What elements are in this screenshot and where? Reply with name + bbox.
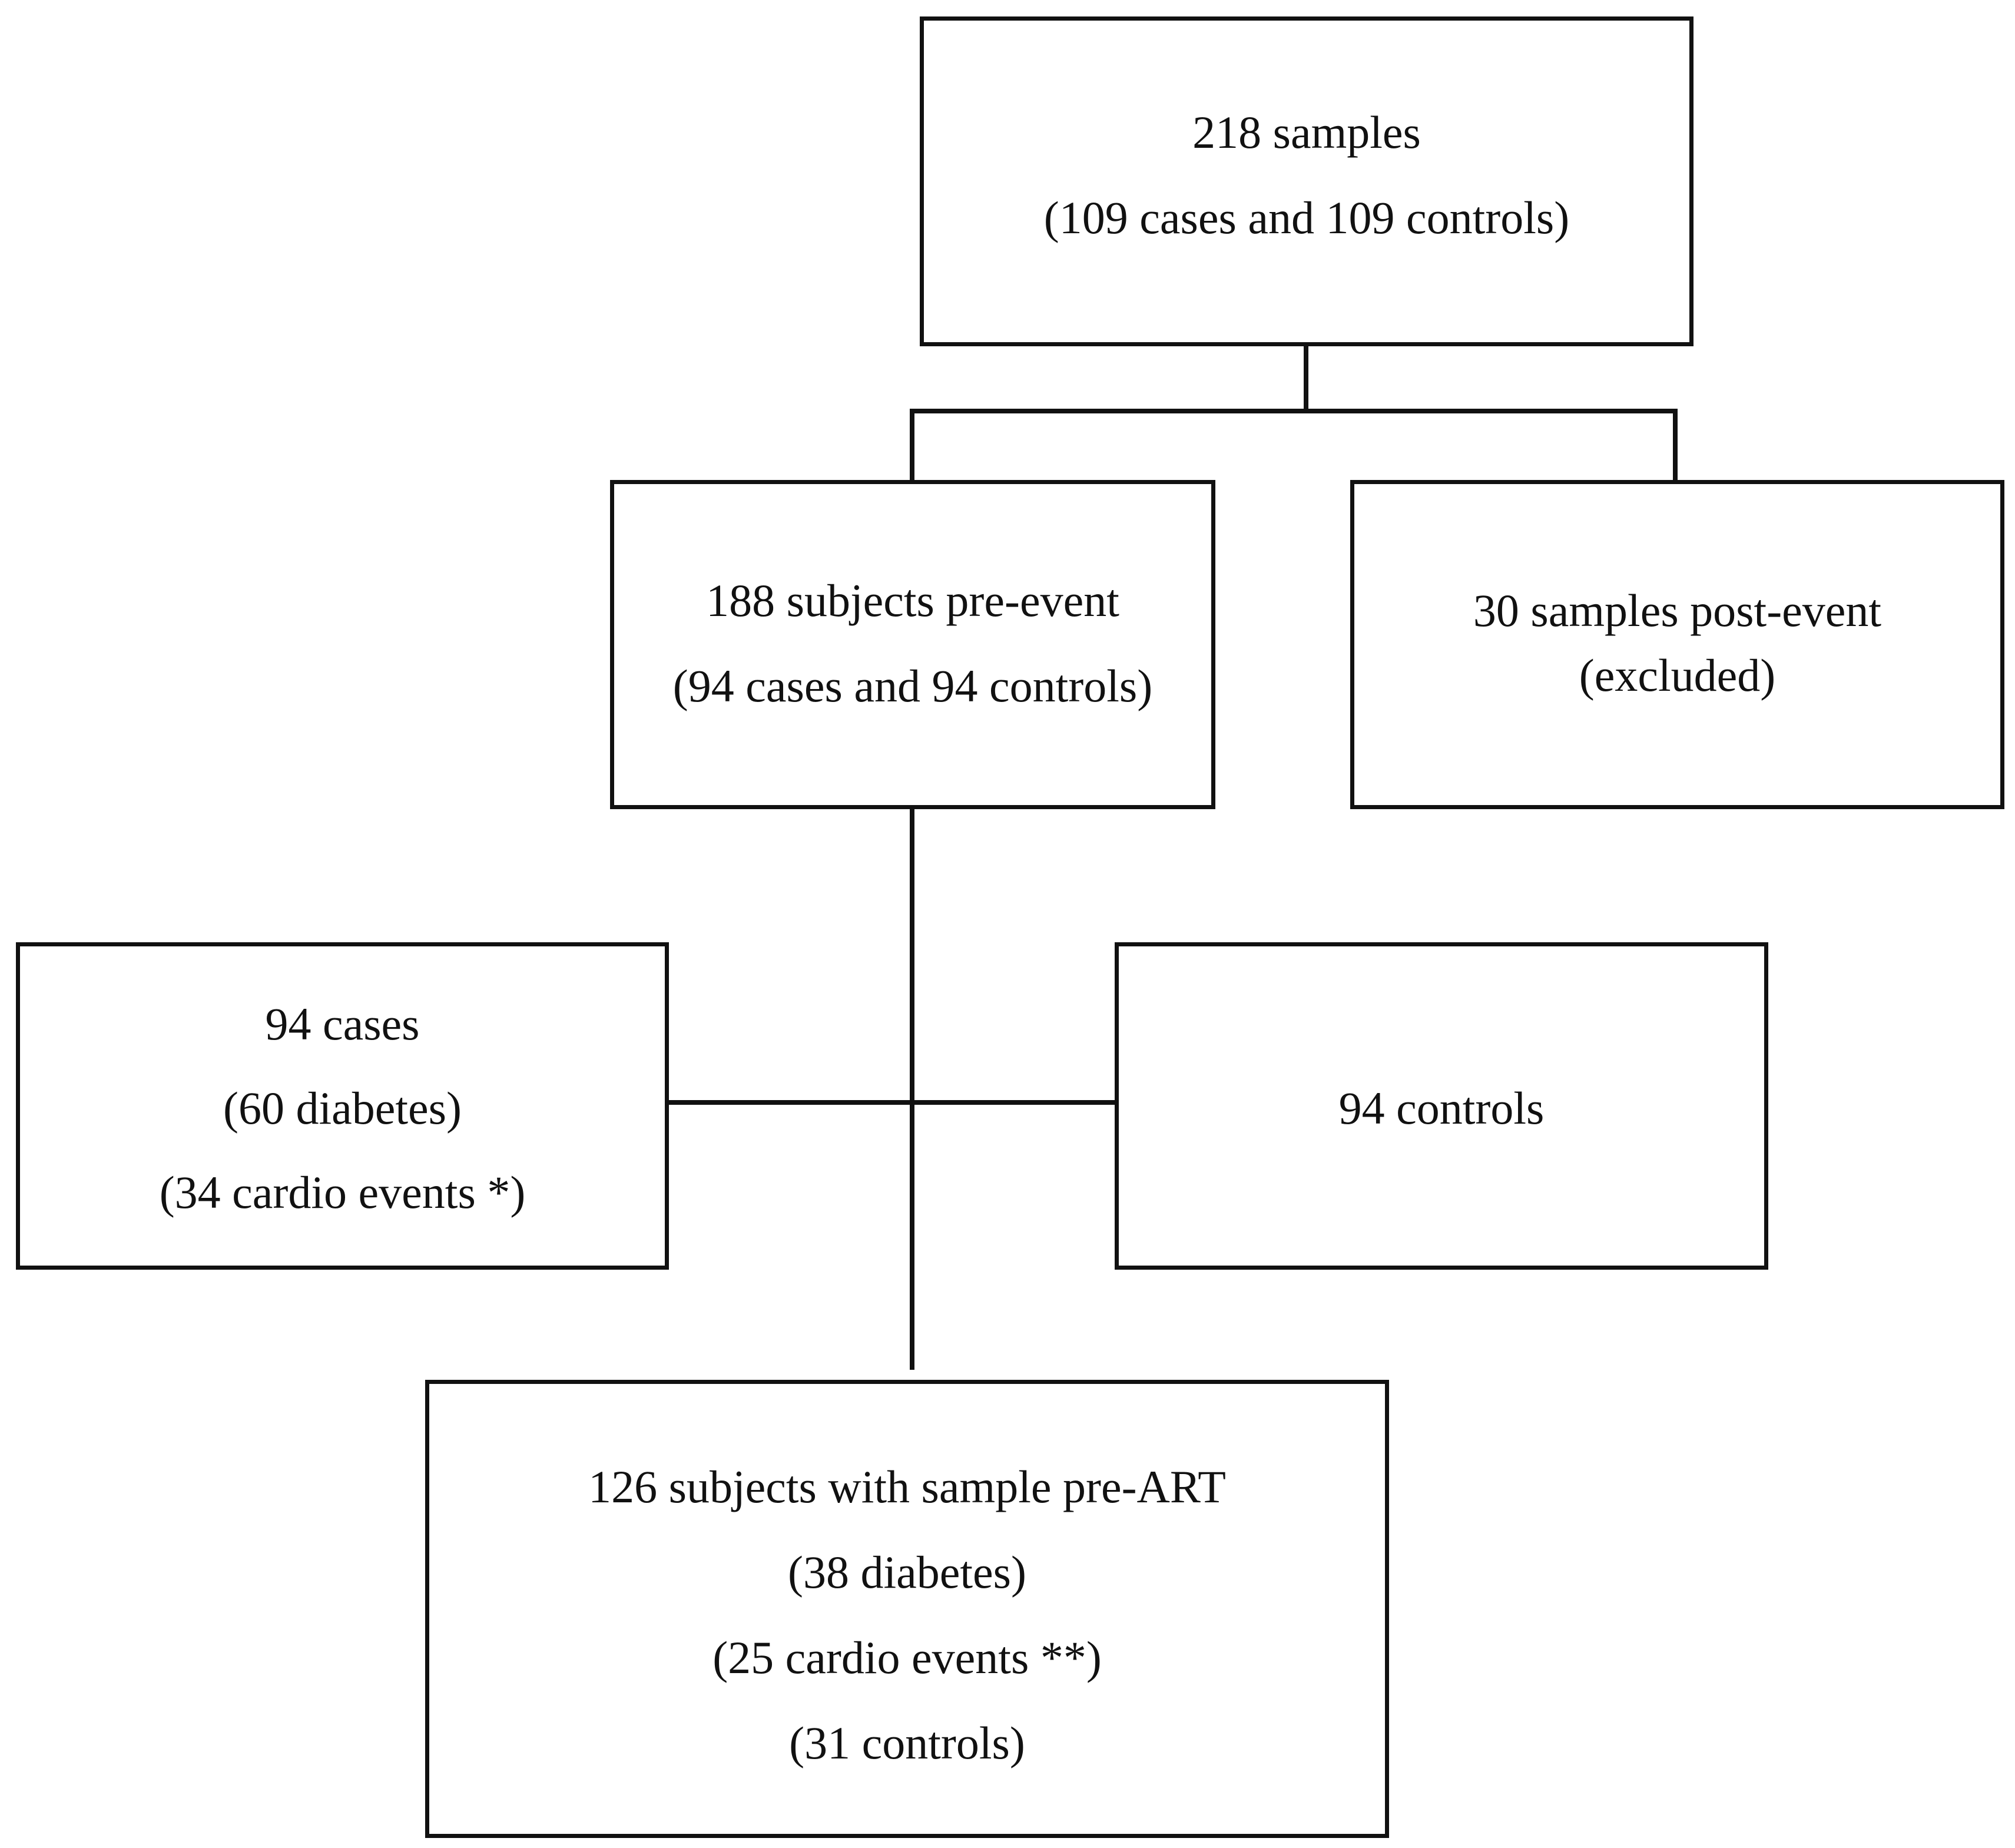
cases-count: 94 cases (265, 998, 420, 1049)
box-cases: 94 cases (60 diabetes) (34 cardio events… (16, 942, 669, 1270)
all-samples-count: 218 samples (1192, 107, 1421, 158)
cases-cardio-events: (34 cardio events *) (159, 1167, 526, 1218)
cases-diabetes: (60 diabetes) (223, 1082, 462, 1134)
pre-art-controls: (31 controls) (789, 1717, 1025, 1768)
post-event-count: 30 samples post-event (1473, 585, 1882, 636)
box-pre-event: 188 subjects pre-event (94 cases and 94 … (610, 480, 1215, 809)
all-samples-breakdown: (109 cases and 109 controls) (1043, 192, 1570, 243)
pre-art-diabetes: (38 diabetes) (787, 1546, 1026, 1598)
controls-count: 94 controls (1338, 1082, 1545, 1134)
box-post-event: 30 samples post-event (excluded) (1350, 480, 2004, 809)
box-controls: 94 controls (1115, 942, 1768, 1270)
post-event-note: (excluded) (1579, 650, 1776, 701)
box-all-samples: 218 samples (109 cases and 109 controls) (920, 16, 1693, 346)
pre-event-count: 188 subjects pre-event (706, 575, 1119, 626)
box-pre-art: 126 subjects with sample pre-ART (38 dia… (425, 1380, 1389, 1838)
pre-art-count: 126 subjects with sample pre-ART (588, 1461, 1226, 1512)
pre-art-cardio-events: (25 cardio events **) (712, 1632, 1102, 1683)
pre-event-breakdown: (94 cases and 94 controls) (672, 660, 1153, 711)
